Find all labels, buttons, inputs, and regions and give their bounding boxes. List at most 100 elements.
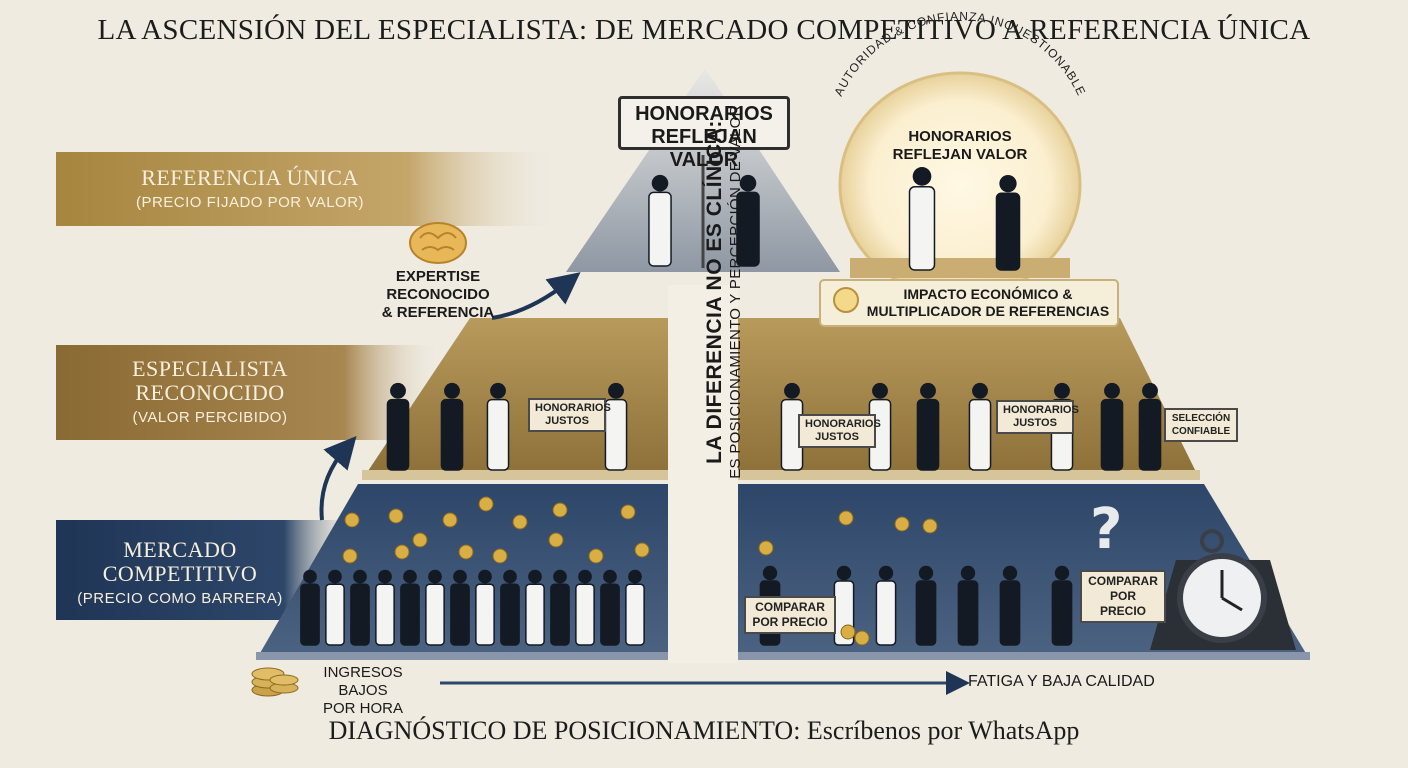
- top-sign-line-2: REFLEJAN VALOR: [651, 126, 757, 171]
- coin-icon: [478, 496, 494, 512]
- bottom-right-text: FATIGA Y BAJA CALIDAD: [968, 673, 1155, 690]
- person-figure-icon: [400, 569, 420, 646]
- lightbulb-icon: [833, 287, 859, 313]
- doctor-figure-icon: [325, 569, 345, 646]
- halo-line-2: REFLEJAN VALOR: [892, 146, 1028, 163]
- comparar-sign-right: COMPARAR POR PRECIO: [1080, 570, 1166, 623]
- person-figure-icon: [450, 569, 470, 646]
- level-middle-title-2: RECONOCIDO: [135, 380, 285, 405]
- sign-text: CONFIABLE: [1171, 426, 1231, 437]
- person-figure-icon: [440, 382, 464, 471]
- person-figure-icon: [916, 382, 940, 471]
- seleccion-sign: SELECCIÓN CONFIABLE: [1164, 408, 1238, 442]
- sign-text: JUSTOS: [545, 415, 589, 427]
- person-figure-icon: [386, 382, 410, 471]
- level-top-subtitle: (PRECIO FIJADO POR VALOR): [135, 194, 365, 211]
- page-title: LA ASCENSIÓN DEL ESPECIALISTA: DE MERCAD…: [97, 14, 1311, 46]
- bottom-left-line-1: INGRESOS BAJOS: [323, 664, 403, 699]
- coin-icon: [492, 548, 508, 564]
- coin-group: [342, 496, 938, 646]
- coin-icon: [634, 542, 650, 558]
- sign-text: JUSTOS: [815, 431, 859, 443]
- coin-icon: [342, 548, 358, 564]
- level-middle-title-1: ESPECIALISTA: [132, 356, 288, 381]
- level-bottom-label: MERCADO COMPETITIVO (PRECIO COMO BARRERA…: [60, 537, 300, 608]
- doctor-figure-icon: [875, 565, 897, 646]
- honorarios-sign-left: HONORARIOS JUSTOS: [528, 398, 611, 432]
- coin-stack-icon: [251, 667, 299, 697]
- honorarios-sign-center: HONORARIOS JUSTOS: [798, 414, 881, 448]
- coin-icon: [388, 508, 404, 524]
- coin-icon: [620, 504, 636, 520]
- person-figure-icon: [1138, 382, 1162, 471]
- coin-icon: [458, 544, 474, 560]
- person-figure-icon: [600, 569, 620, 646]
- person-figure-icon: [957, 565, 979, 646]
- doctor-figure-icon: [648, 174, 672, 267]
- expertise-line-2: RECONOCIDO: [386, 286, 490, 303]
- coin-icon: [838, 510, 854, 526]
- doctor-figure-icon: [908, 167, 936, 271]
- doctor-figure-icon: [575, 569, 595, 646]
- banner-top: [56, 152, 560, 226]
- doctor-figure-icon: [375, 569, 395, 646]
- bottom-left-text: INGRESOS BAJOS POR HORA: [298, 664, 428, 718]
- person-figure-icon: [500, 569, 520, 646]
- sign-text: COMPARAR: [755, 600, 825, 614]
- divider-text: LA DIFERENCIA NO ES CLÍNICA: ES POSICION…: [703, 102, 744, 482]
- top-value-sign: HONORARIOS REFLEJAN VALOR: [618, 96, 790, 171]
- footer-cta: DIAGNÓSTICO DE POSICIONAMIENTO: Escríben…: [328, 716, 1080, 745]
- sign-text: SELECCIÓN: [1171, 413, 1231, 424]
- doctor-figure-icon: [525, 569, 545, 646]
- coin-icon: [548, 532, 564, 548]
- tier-middle-floor: [362, 470, 1200, 480]
- arrow-to-middle: [319, 435, 357, 521]
- expertise-line-1: EXPERTISE: [395, 268, 481, 285]
- sign-text: HONORARIOS: [1003, 404, 1079, 416]
- divider-line-2: ES POSICIONAMIENTO Y PERCEPCIÓN DE VALOR: [727, 105, 744, 479]
- impact-text: IMPACTO ECONÓMICO & MULTIPLICADOR DE REF…: [860, 286, 1116, 320]
- doctor-figure-icon: [475, 569, 495, 646]
- level-middle-label: ESPECIALISTA RECONOCIDO (VALOR PERCIBIDO…: [60, 356, 360, 427]
- coin-icon: [588, 548, 604, 564]
- brain-icon: [409, 222, 467, 264]
- coin-icon: [840, 624, 856, 640]
- crowd-group: [300, 167, 1162, 646]
- expertise-text: EXPERTISE RECONOCIDO & REFERENCIA: [368, 268, 508, 322]
- person-figure-icon: [995, 174, 1021, 271]
- arrow-to-top: [491, 272, 581, 320]
- halo-text: HONORARIOS REFLEJAN VALOR: [880, 128, 1040, 164]
- level-top-label: REFERENCIA ÚNICA (PRECIO FIJADO POR VALO…: [60, 165, 440, 212]
- coin-icon: [512, 514, 528, 530]
- coin-icon: [552, 502, 568, 518]
- person-figure-icon: [1051, 565, 1073, 646]
- doctor-figure-icon: [968, 382, 992, 471]
- question-mark-icon: ?: [1090, 497, 1122, 562]
- top-sign-line-1: HONORARIOS: [635, 103, 773, 125]
- person-figure-icon: [999, 565, 1021, 646]
- coin-icon: [442, 512, 458, 528]
- sign-text: POR PRECIO: [752, 615, 828, 629]
- comparar-sign-left: COMPARAR POR PRECIO: [744, 596, 836, 634]
- level-bottom-subtitle: (PRECIO COMO BARRERA): [77, 590, 283, 607]
- level-top-title: REFERENCIA ÚNICA: [141, 165, 359, 190]
- central-divider: [668, 285, 738, 663]
- tier-bottom-floor: [256, 652, 1310, 660]
- halo-line-1: HONORARIOS: [908, 128, 1012, 145]
- sign-text: COMPARAR: [1088, 574, 1158, 588]
- coin-icon: [412, 532, 428, 548]
- clock-icon: [1150, 529, 1296, 650]
- coin-icon: [922, 518, 938, 534]
- person-figure-icon: [350, 569, 370, 646]
- level-bottom-title-1: MERCADO: [123, 537, 237, 562]
- person-figure-icon: [550, 569, 570, 646]
- impact-line-1: IMPACTO ECONÓMICO &: [903, 286, 1073, 302]
- divider-line-1: LA DIFERENCIA NO ES CLÍNICA:: [703, 120, 726, 464]
- honorarios-sign-right: HONORARIOS JUSTOS: [996, 400, 1079, 434]
- level-bottom-title-2: COMPETITIVO: [102, 561, 258, 586]
- person-figure-icon: [300, 569, 320, 646]
- banner-bottom: [56, 520, 360, 620]
- coin-icon: [854, 630, 870, 646]
- impact-panel: [819, 279, 1119, 327]
